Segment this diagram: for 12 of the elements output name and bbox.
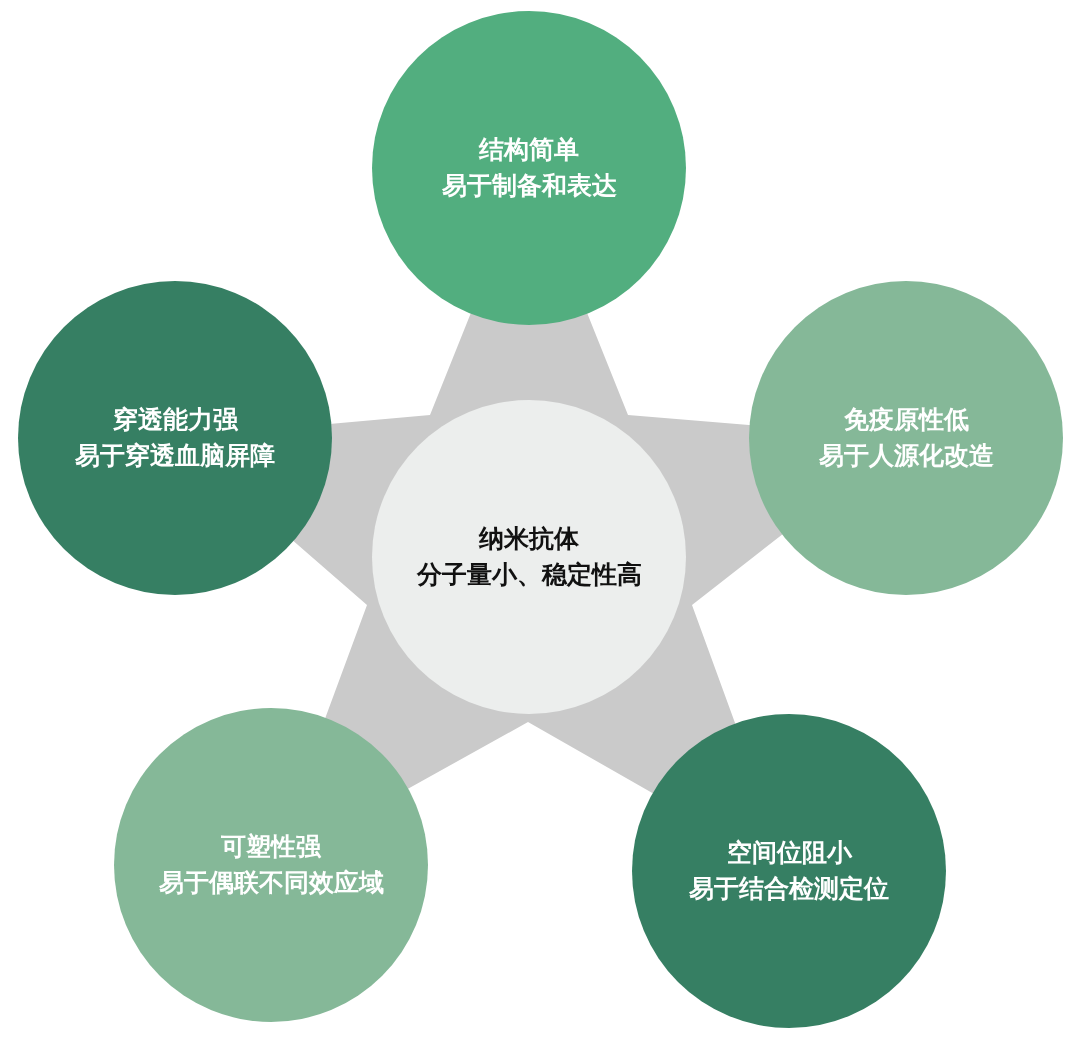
circle-text: 分子量小、稳定性高 — [416, 559, 642, 591]
circle-text: 易于偶联不同效应域 — [158, 867, 384, 899]
circle-heading: 纳米抗体 — [479, 523, 579, 555]
circle-text: 易于结合检测定位 — [689, 873, 889, 905]
circle-text: 易于人源化改造 — [818, 440, 994, 472]
circle-heading: 可塑性强 — [221, 831, 321, 863]
circle-heading: 免疫原性低 — [843, 404, 969, 436]
circle-heading: 穿透能力强 — [112, 404, 238, 436]
circle-text: 易于穿透血脑屏障 — [75, 440, 275, 472]
circle-heading: 空间位阻小 — [726, 837, 852, 869]
circle-text: 易于制备和表达 — [441, 170, 617, 202]
circle-heading: 结构简单 — [479, 134, 579, 166]
